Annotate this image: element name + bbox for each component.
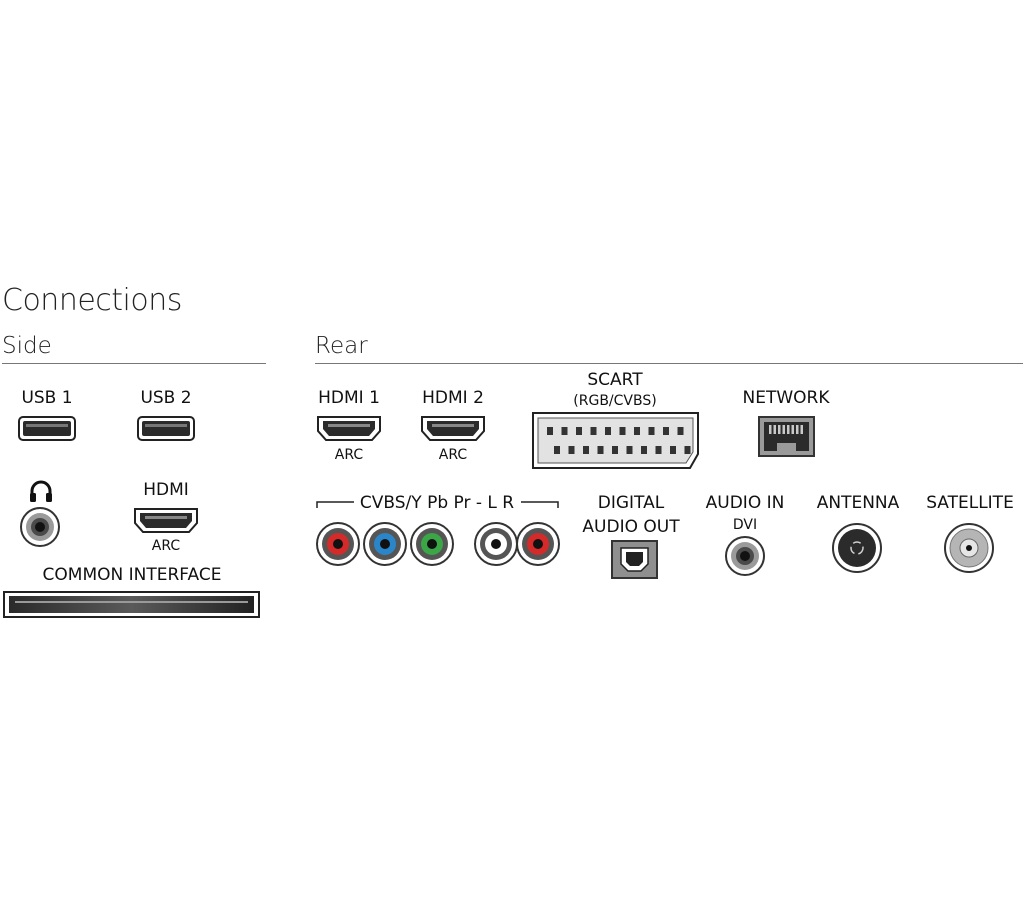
hdmi1-port-icon	[317, 416, 381, 441]
rca-green-jack	[410, 522, 454, 566]
antenna-label: ANTENNA	[816, 493, 900, 513]
rca-red-jack-2	[516, 522, 560, 566]
scart-pin	[684, 446, 691, 454]
scart-pin	[663, 427, 669, 435]
page-title: Connections	[2, 283, 182, 318]
usb1-label: USB 1	[21, 388, 73, 408]
scart-pins	[547, 427, 691, 454]
scart-sub-label: (RGB/CVBS)	[573, 393, 657, 409]
rca-white-jack	[474, 522, 518, 566]
scart-pin	[641, 446, 647, 454]
scart-pin	[561, 427, 568, 435]
scart-pin	[583, 446, 589, 454]
scart-pin	[670, 446, 676, 454]
side-divider	[2, 363, 266, 364]
scart-pin	[634, 427, 640, 435]
rear-divider	[315, 363, 1023, 364]
scart-pin	[576, 427, 582, 435]
scart-pin	[619, 427, 626, 435]
rca-red-jack-1	[316, 522, 360, 566]
side-hdmi-port-icon	[134, 508, 198, 533]
scart-label: SCART	[587, 370, 643, 390]
antenna-port-icon	[832, 523, 882, 573]
network-port-icon	[758, 416, 815, 457]
digital-audio-out-label-1: DIGITAL	[597, 493, 665, 513]
network-label: NETWORK	[742, 388, 830, 408]
hdmi2-arc-label: ARC	[438, 447, 468, 463]
component-bracket	[316, 501, 559, 508]
side-hdmi-label: HDMI	[143, 480, 189, 500]
hdmi1-label: HDMI 1	[318, 388, 380, 408]
scart-pin	[626, 446, 633, 454]
headphone-jack-icon	[20, 507, 60, 547]
scart-pin	[597, 446, 604, 454]
scart-pin	[568, 446, 575, 454]
hdmi2-port-icon	[421, 416, 485, 441]
hdmi2-label: HDMI 2	[422, 388, 484, 408]
satellite-label: SATELLITE	[926, 493, 1014, 513]
scart-pin	[648, 427, 655, 435]
scart-pin	[547, 427, 553, 435]
side-hdmi-arc-label: ARC	[151, 538, 181, 554]
audio-in-label: AUDIO IN	[705, 493, 785, 513]
rca-blue-jack	[363, 522, 407, 566]
rear-heading: Rear	[315, 333, 368, 359]
hdmi1-arc-label: ARC	[334, 447, 364, 463]
scart-pin	[590, 427, 597, 435]
side-heading: Side	[2, 333, 52, 359]
scart-port-icon	[532, 412, 699, 469]
usb1-port-icon	[18, 416, 76, 441]
audio-in-jack-icon	[725, 536, 765, 576]
usb2-label: USB 2	[140, 388, 192, 408]
rca-jacks	[316, 522, 560, 566]
scart-pin	[605, 427, 611, 435]
scart-pin	[677, 427, 684, 435]
common-interface-label: COMMON INTERFACE	[42, 565, 222, 585]
scart-pin	[655, 446, 662, 454]
common-interface-slot-icon	[3, 591, 260, 618]
audio-in-dvi-label: DVI	[732, 517, 758, 533]
headphones-icon	[30, 480, 52, 502]
usb2-port-icon	[137, 416, 195, 441]
scart-pin	[612, 446, 618, 454]
component-label: CVBS/Y Pb Pr - L R	[359, 493, 515, 513]
digital-audio-out-label-2: AUDIO OUT	[582, 517, 680, 537]
optical-audio-port-icon	[611, 540, 658, 579]
scart-pin	[554, 446, 560, 454]
satellite-port-icon	[944, 523, 994, 573]
